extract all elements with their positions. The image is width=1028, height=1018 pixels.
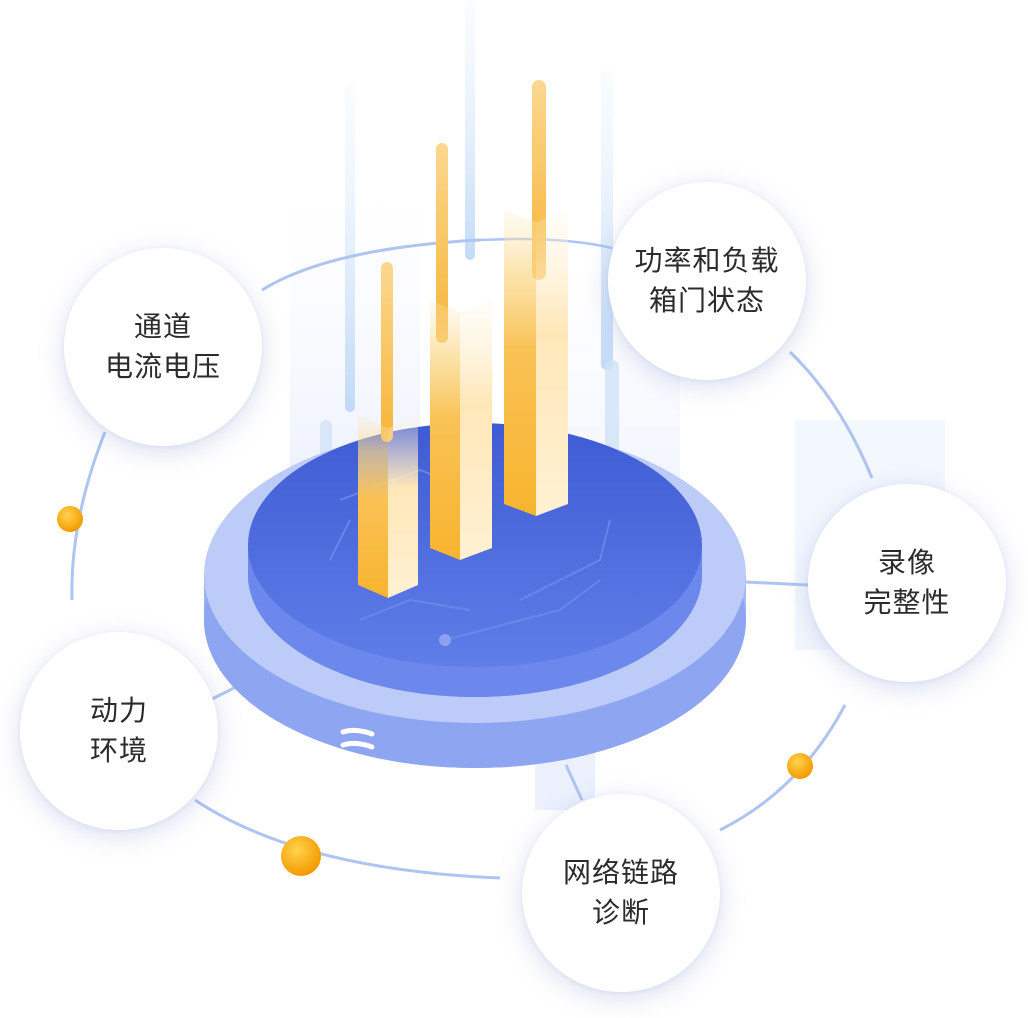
bar-stick (381, 262, 393, 442)
accent-dot (787, 753, 813, 779)
bar (358, 415, 418, 598)
accent-dot (57, 506, 83, 532)
node-label: 网络链路 (562, 856, 679, 889)
node-label: 功率和负载 (634, 244, 780, 277)
node-label: 录像 (877, 546, 936, 579)
node-recording: 录像 完整性 (808, 484, 1006, 682)
node-label: 箱门状态 (648, 284, 765, 317)
node-label: 诊断 (591, 896, 650, 929)
bar-stick (436, 143, 448, 343)
node-label: 电流电压 (104, 350, 221, 383)
node-power-load: 功率和负载 箱门状态 (608, 182, 806, 380)
stack-lines-icon (340, 727, 375, 750)
accent-dot (281, 836, 321, 876)
bars (358, 80, 568, 598)
accent-dots (57, 506, 813, 876)
node-label: 动力 (89, 694, 148, 727)
node-label: 环境 (89, 734, 148, 767)
bar (430, 300, 492, 560)
platform (204, 423, 746, 768)
node-channel: 通道 电流电压 (64, 248, 262, 446)
bar (504, 210, 568, 516)
node-network: 网络链路 诊断 (522, 794, 720, 992)
node-environment: 动力 环境 (20, 632, 218, 830)
node-label: 通道 (133, 310, 192, 343)
node-label: 完整性 (863, 586, 951, 619)
